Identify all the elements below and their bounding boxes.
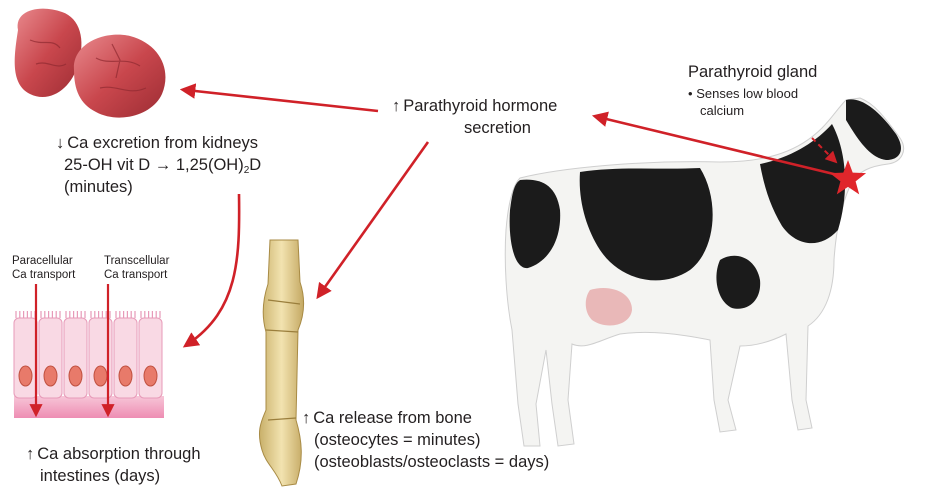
arrow-kidneys-to-intestines	[188, 194, 239, 344]
gland-bullet-line1: • Senses low blood	[688, 85, 798, 102]
cow-illustration	[505, 98, 903, 446]
bone-label-line2: (osteocytes = minutes)	[314, 430, 480, 451]
parathyroid-gland-title: Parathyroid gland	[688, 62, 817, 83]
paracellular-label-line1: Paracellular	[12, 254, 73, 268]
cell-nucleus	[44, 366, 57, 386]
microvilli	[141, 311, 160, 318]
bone-illustration	[259, 240, 303, 486]
intestine-label-line2: intestines (days)	[40, 466, 160, 487]
intestine-label-line1: ↑Ca absorption through	[26, 444, 201, 465]
microvilli	[116, 311, 135, 318]
paracellular-label-line2: Ca transport	[12, 268, 75, 282]
cell-nucleus	[69, 366, 82, 386]
bone-label-line3: (osteoblasts/osteoclasts = days)	[314, 452, 549, 473]
arrow-pth-to-bone	[320, 142, 428, 294]
cell-nucleus	[19, 366, 32, 386]
kidney-label-line3: (minutes)	[64, 177, 133, 198]
up-arrow-icon: ↑	[302, 409, 310, 427]
transcellular-label-line2: Ca transport	[104, 268, 167, 282]
cell-nucleus	[144, 366, 157, 386]
pth-label-line2: secretion	[464, 118, 531, 139]
kidney-label-line1: ↓Ca excretion from kidneys	[56, 133, 258, 154]
microvilli	[16, 311, 35, 318]
pth-label: ↑Parathyroid hormone	[392, 96, 557, 117]
up-arrow-icon: ↑	[26, 445, 34, 463]
gland-bullet-line2: calcium	[700, 102, 744, 119]
down-arrow-icon: ↓	[56, 134, 64, 152]
transcellular-label-line1: Transcellular	[104, 254, 169, 268]
bullet-icon: •	[688, 86, 693, 101]
bone-label-line1: ↑Ca release from bone	[302, 408, 472, 429]
kidneys-illustration	[15, 9, 166, 118]
cell-nucleus	[119, 366, 132, 386]
kidney-label-line2: 25-OH vit D → 1,25(OH)2D	[64, 155, 261, 176]
arrow-pth-to-kidneys	[186, 90, 378, 111]
microvilli	[66, 311, 85, 318]
cell-nucleus	[94, 366, 107, 386]
up-arrow-icon: ↑	[392, 97, 400, 115]
microvilli	[41, 311, 60, 318]
